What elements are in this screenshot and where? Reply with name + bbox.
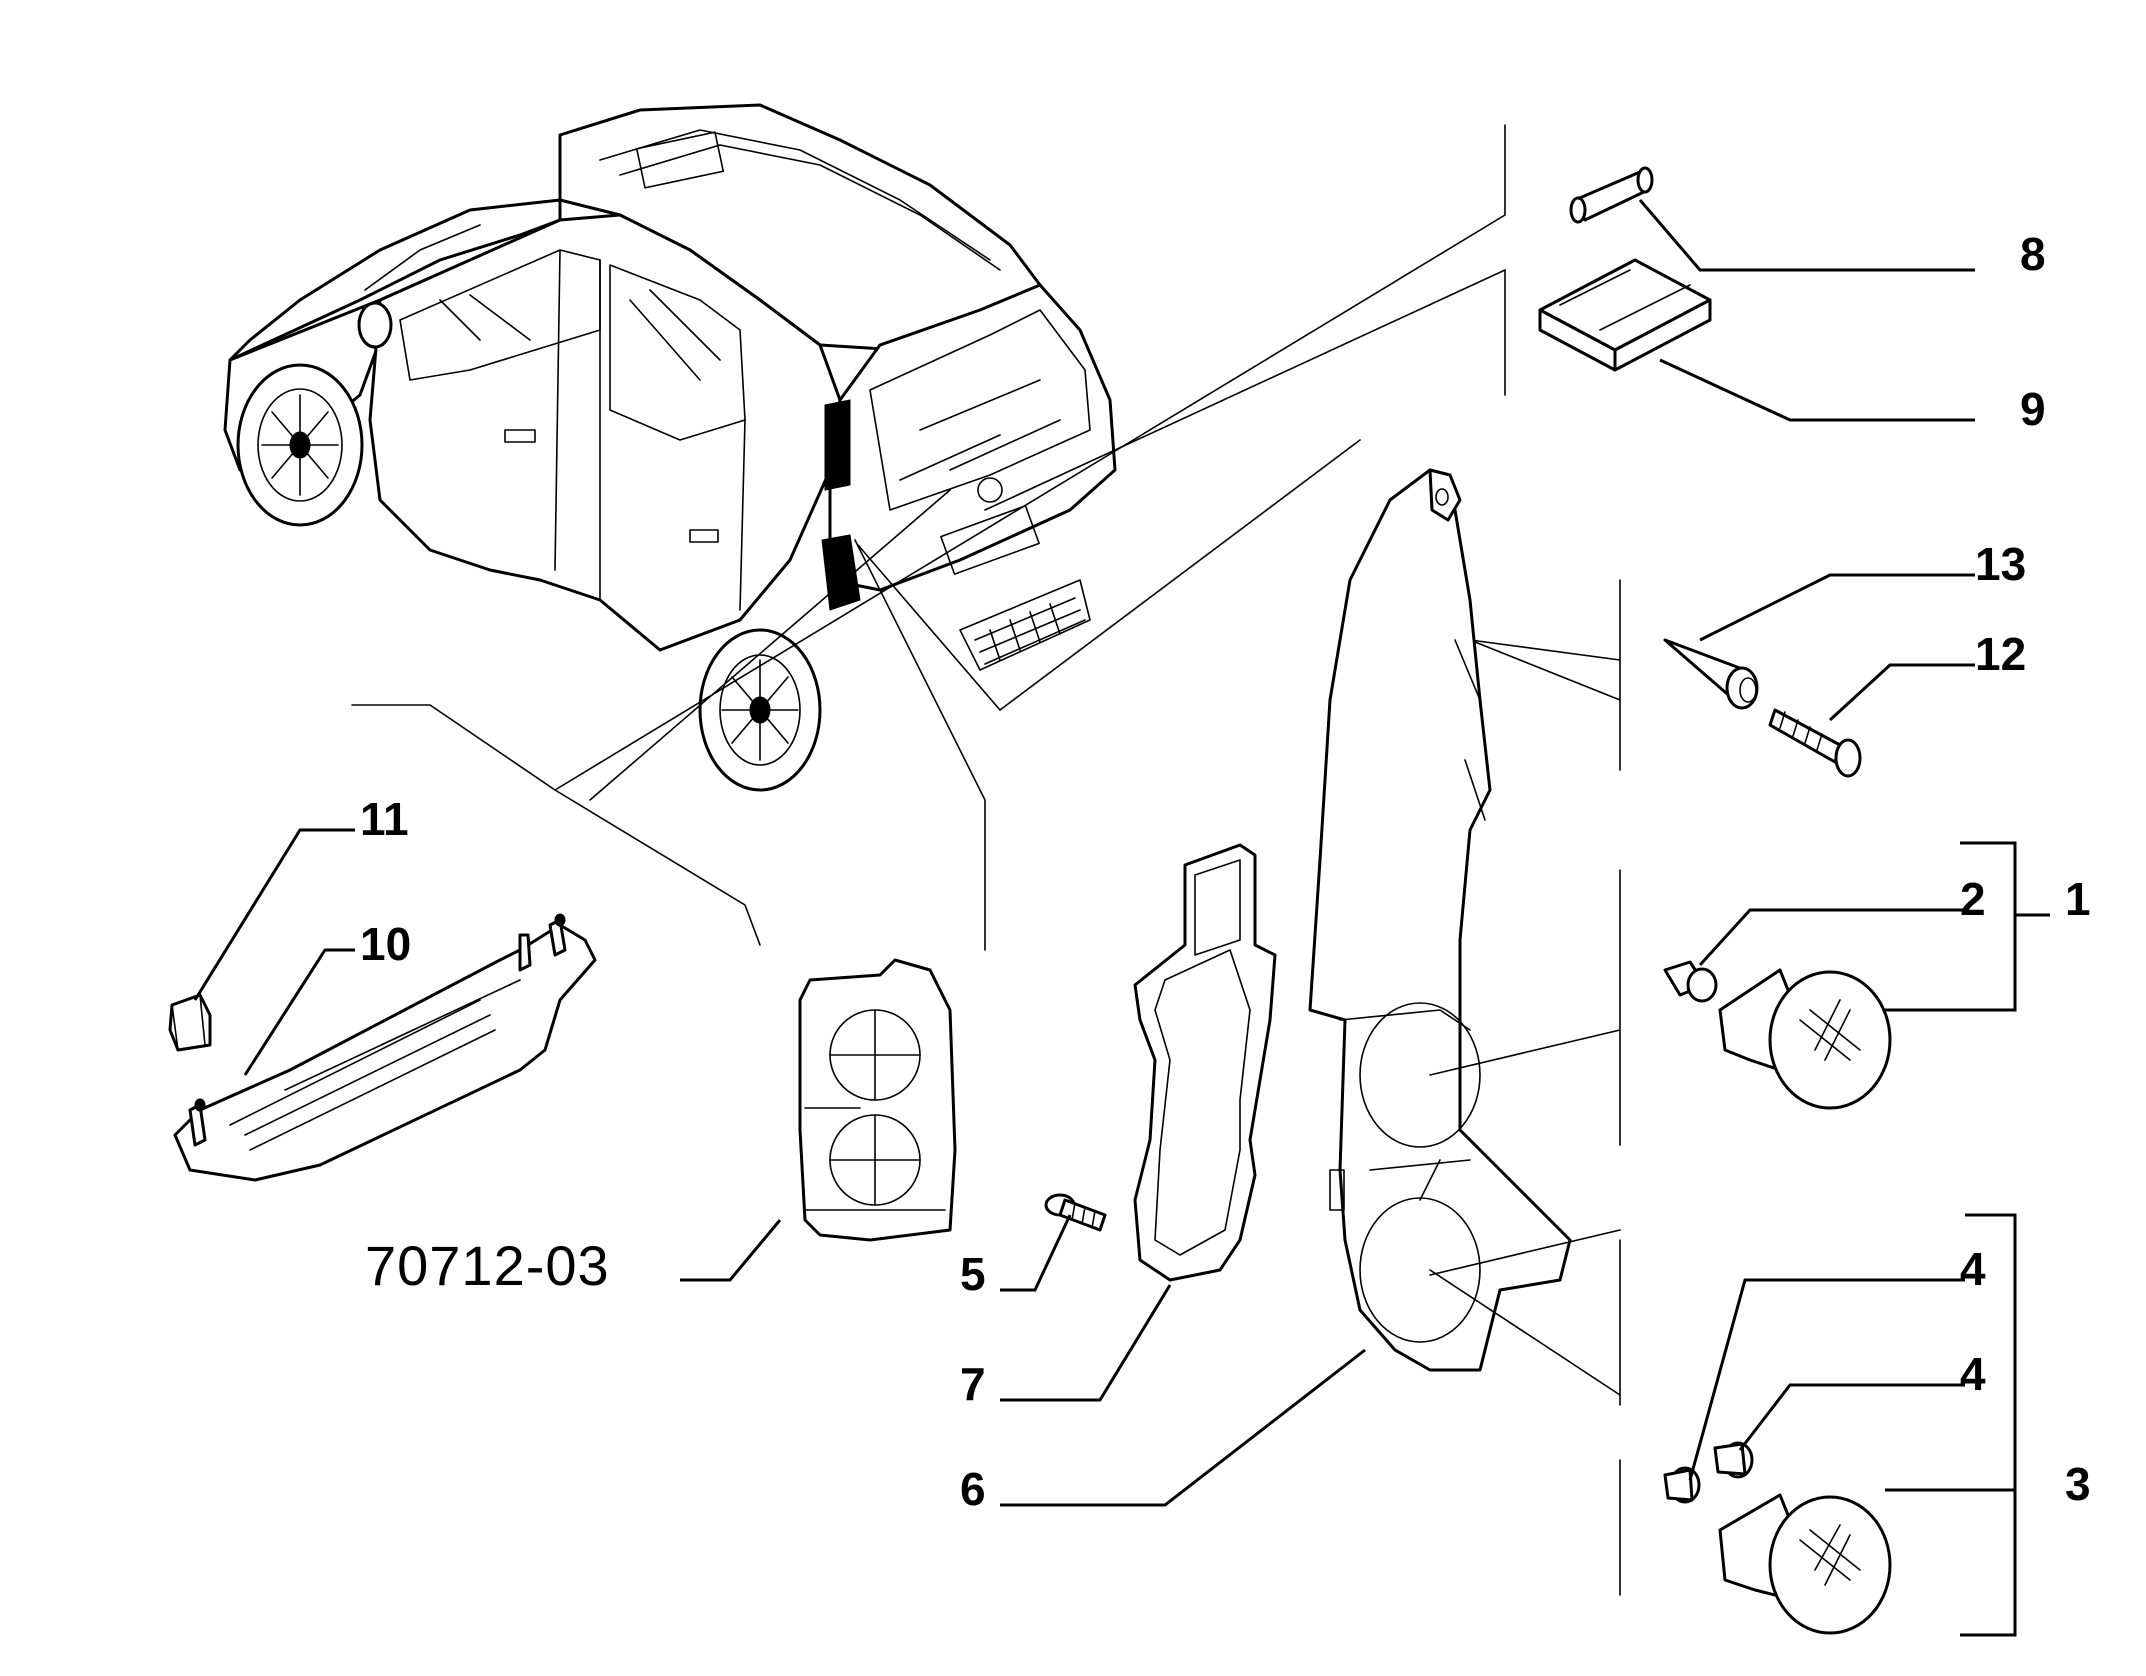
part-5-screw bbox=[1000, 1193, 1107, 1292]
callout-8: 8 bbox=[2020, 228, 2046, 280]
part-4-bulb-b bbox=[1713, 1383, 1965, 1479]
part-10-number-plate-light bbox=[173, 913, 597, 1182]
callout-6: 6 bbox=[960, 1463, 986, 1515]
part-2-bulb bbox=[1663, 908, 1965, 1003]
callout-10: 10 bbox=[360, 918, 411, 970]
callout-11: 11 bbox=[360, 793, 409, 845]
tail-light-assembly bbox=[680, 958, 957, 1282]
callout-3: 3 bbox=[2065, 1458, 2091, 1510]
callout-1: 1 bbox=[2065, 873, 2091, 925]
callout-9: 9 bbox=[2020, 383, 2046, 435]
callout-13: 13 bbox=[1975, 538, 2026, 590]
part-1-lamp-assembly bbox=[1718, 841, 2050, 1110]
callout-2: 2 bbox=[1960, 873, 1986, 925]
part-3-lamp-assembly bbox=[1718, 1213, 2017, 1637]
callout-7: 7 bbox=[960, 1358, 986, 1410]
part-9-lens bbox=[1538, 258, 1975, 422]
part-4-bulb-a bbox=[1663, 1278, 1965, 1504]
part-13-spacer bbox=[1663, 573, 1975, 710]
vehicle-illustration bbox=[223, 103, 1117, 792]
callout-4b: 4 bbox=[1960, 1348, 1986, 1400]
part-12-screw bbox=[1768, 663, 1975, 778]
callout-4a: 4 bbox=[1960, 1243, 1986, 1295]
part-8-festoon-bulb bbox=[1569, 166, 1975, 272]
part-11-clip bbox=[168, 828, 355, 1052]
leader-13-12 bbox=[1469, 639, 1621, 701]
callout-5: 5 bbox=[960, 1248, 986, 1300]
part-7-gasket bbox=[1000, 843, 1277, 1402]
part-6-lamp-housing bbox=[1000, 468, 1621, 1596]
drawing-number: 70712-03 bbox=[365, 1234, 610, 1297]
callout-12: 12 bbox=[1975, 628, 2026, 680]
leader-lines bbox=[351, 124, 1506, 951]
